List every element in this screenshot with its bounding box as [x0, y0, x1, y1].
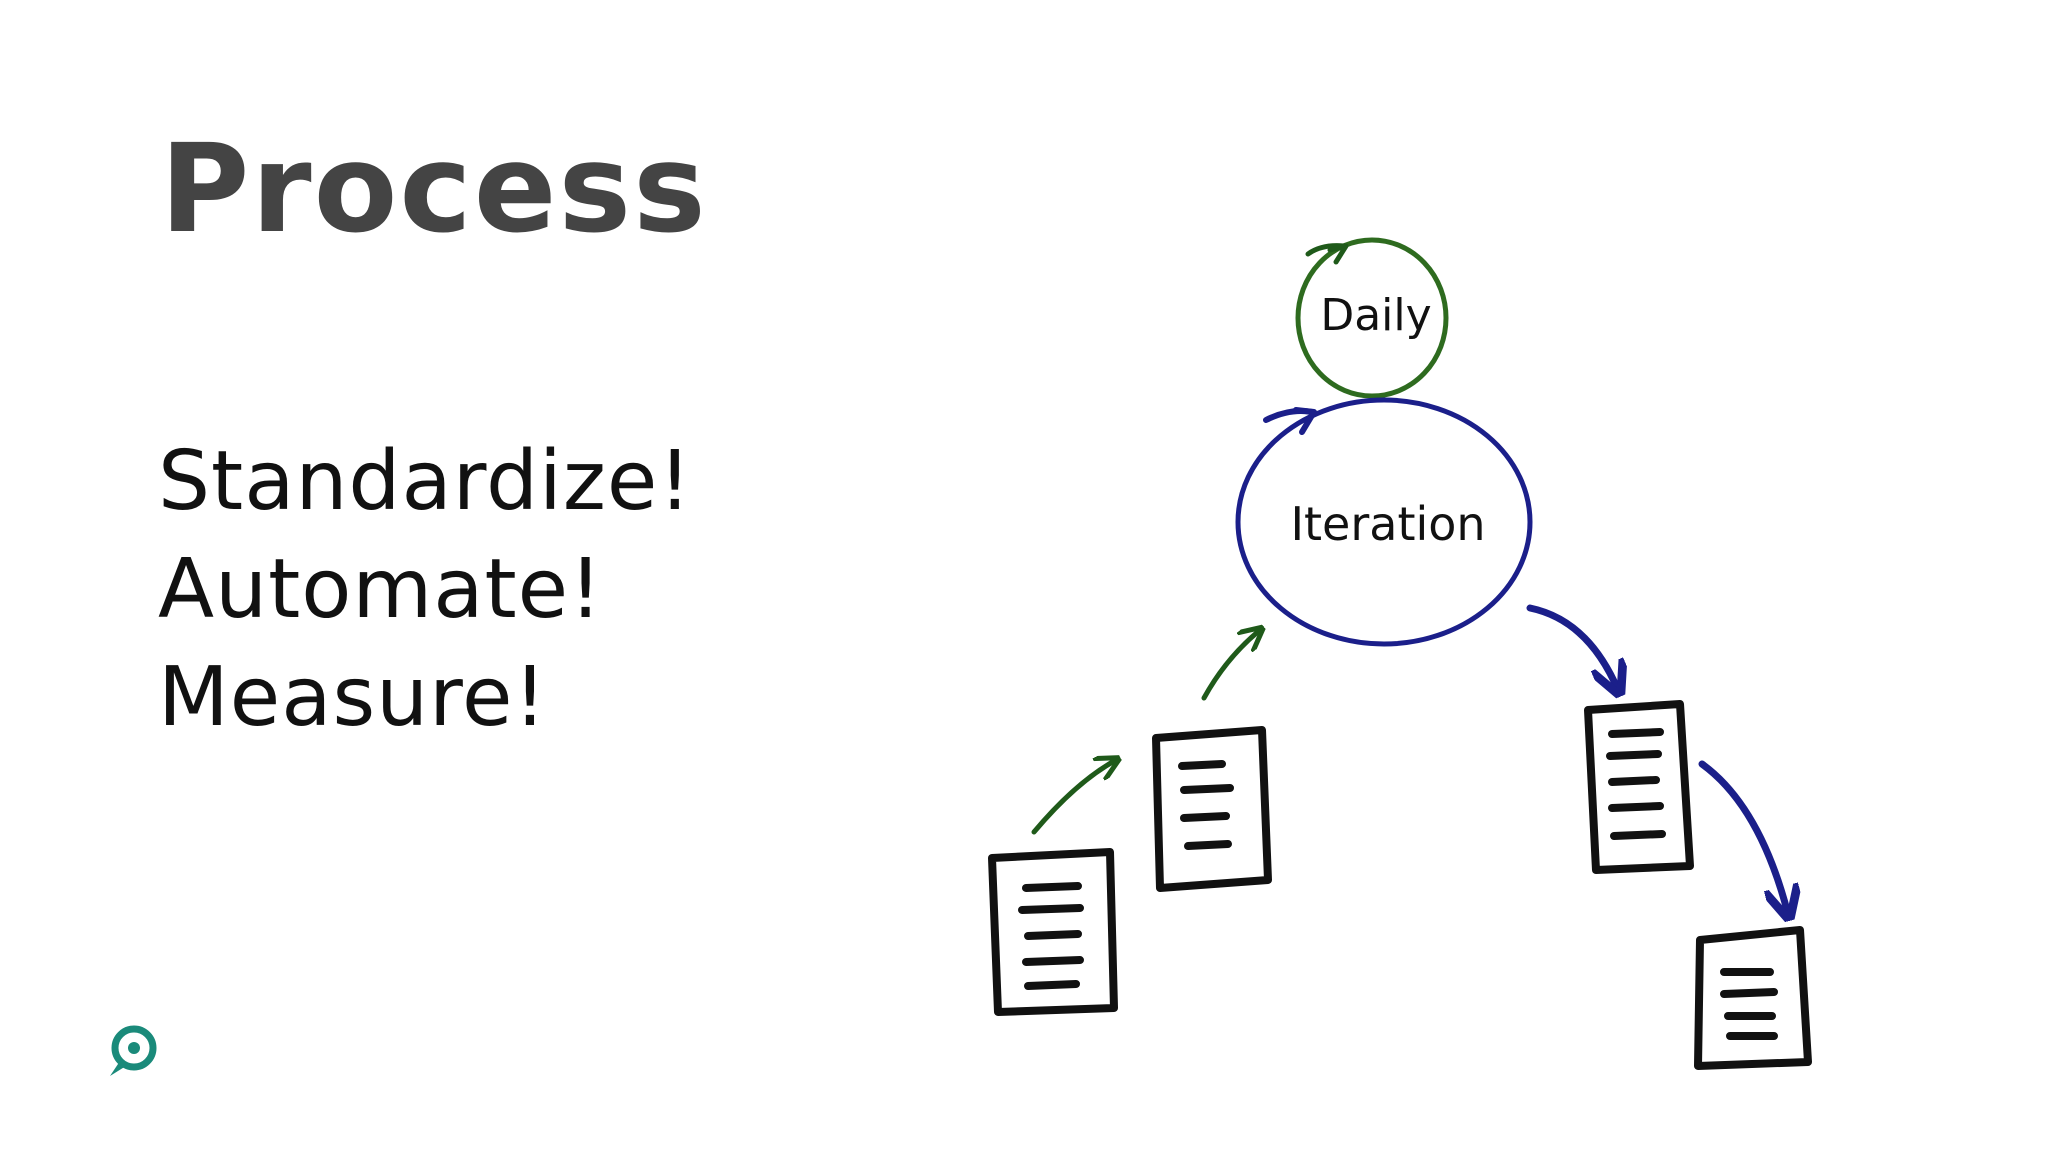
slide-title: Process	[160, 118, 708, 260]
arrow-out-2-icon	[1698, 760, 1788, 914]
daily-circle	[1295, 237, 1449, 399]
arrow-out-1-icon	[1526, 604, 1618, 690]
document-icon	[1152, 726, 1272, 892]
document-icon	[988, 848, 1118, 1016]
arrow-in-2-icon	[1201, 630, 1260, 701]
iteration-loop: Iteration	[1235, 397, 1533, 647]
document-icon	[1694, 926, 1812, 1070]
location-pin-icon	[110, 1025, 157, 1076]
daily-loop: Daily	[1295, 237, 1449, 399]
document-icon	[1584, 700, 1694, 874]
iteration-circle	[1235, 397, 1533, 647]
arrow-in-1-icon	[1031, 760, 1116, 835]
bullet-measure: Measure!	[158, 650, 548, 745]
bullet-standardize: Standardize!	[158, 434, 693, 529]
bullet-list: Standardize! Automate! Measure!	[158, 428, 692, 752]
bullet-automate: Automate!	[158, 542, 603, 637]
daily-label: Daily	[1320, 290, 1431, 341]
iteration-label: Iteration	[1290, 497, 1485, 551]
